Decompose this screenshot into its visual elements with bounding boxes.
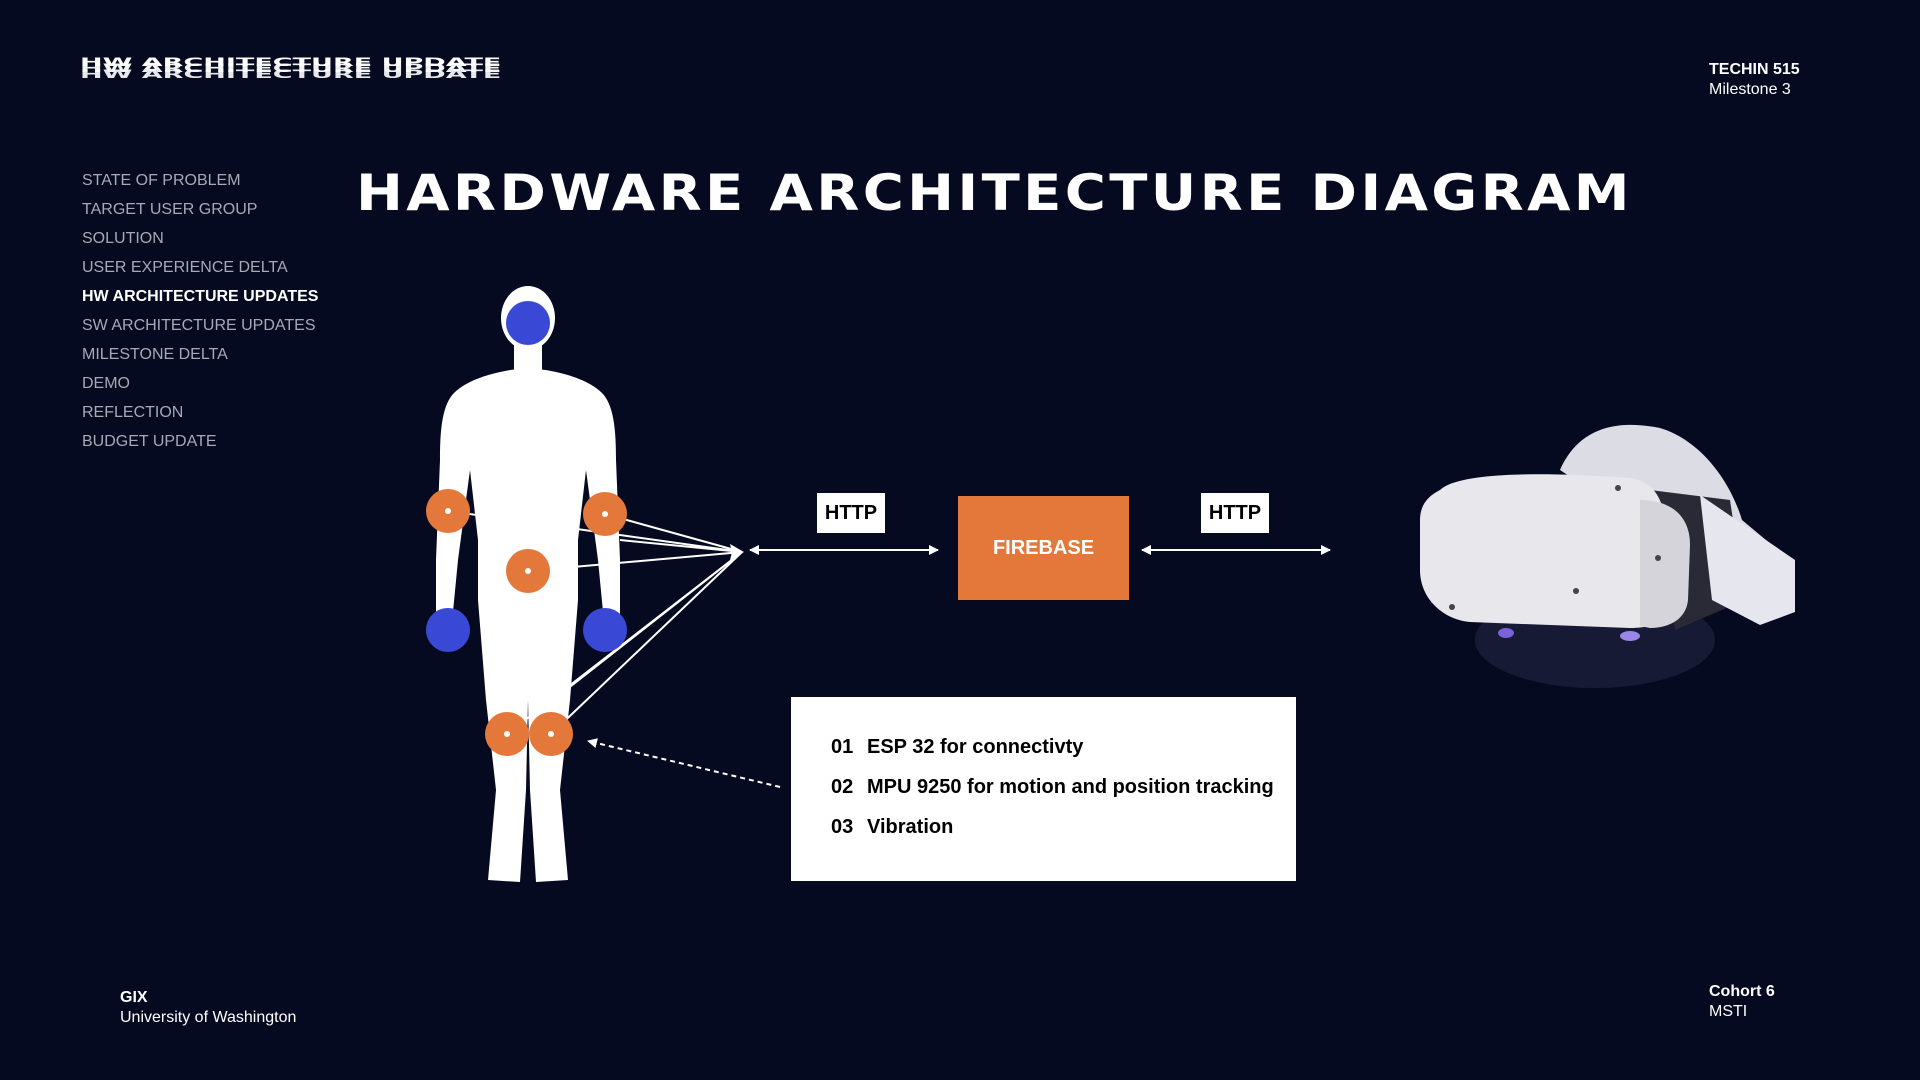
- milestone-label: Milestone 3: [1709, 81, 1791, 98]
- right-hand-vibration-sensor: [583, 608, 627, 652]
- head-vibration-sensor: [506, 301, 550, 345]
- component-number: 02: [831, 776, 854, 798]
- nav-item-hw-architecture-updates[interactable]: HW ARCHITECTURE UPDATES: [82, 288, 319, 305]
- institution-short: GIX: [120, 989, 148, 1006]
- component-item: 03 Vibration: [831, 815, 1296, 855]
- page-title: HARDWARE ARCHITECTURE DIAGRAM: [356, 164, 1633, 222]
- logo-text: HW ARCHITECTURE UPDATE: [80, 56, 502, 70]
- vr-headset-icon: [1420, 424, 1795, 688]
- component-item: 01 ESP 32 for connectivty: [831, 735, 1296, 775]
- nav-item-demo[interactable]: DEMO: [82, 375, 130, 392]
- footer-cohort: Cohort 6 MSTI: [1709, 982, 1775, 1022]
- component-number: 01: [831, 736, 854, 758]
- component-text: ESP 32 for connectivty: [867, 736, 1084, 758]
- course-code: TECHIN 515: [1709, 61, 1800, 78]
- component-number: 03: [831, 816, 854, 838]
- footer-institution: GIX University of Washington: [120, 988, 296, 1028]
- nav-item-sw-architecture-updates[interactable]: SW ARCHITECTURE UPDATES: [82, 317, 316, 334]
- components-box: 01 ESP 32 for connectivty 02 MPU 9250 for …: [791, 697, 1296, 881]
- component-text: MPU 9250 for motion and position trackin…: [867, 776, 1274, 798]
- nav-item-reflection[interactable]: REFLECTION: [82, 404, 184, 421]
- component-text: Vibration: [867, 816, 954, 838]
- hub-arrow-icon: [730, 544, 744, 560]
- logo: HW ARCHITECTURE UPDATE HW ARCHITECTURE U…: [80, 56, 501, 94]
- nav-item-budget-update[interactable]: BUDGET UPDATE: [82, 433, 217, 450]
- nav-item-solution[interactable]: SOLUTION: [82, 230, 164, 247]
- left-hand-vibration-sensor: [426, 608, 470, 652]
- component-item: 02 MPU 9250 for motion and position track…: [831, 775, 1296, 815]
- http-label-left: HTTP: [817, 493, 885, 533]
- logo-text-echo: HW ARCHITECTURE UPDATE: [80, 68, 502, 82]
- sensor-markers: [426, 301, 627, 756]
- firebase-label: FIREBASE: [992, 536, 1095, 559]
- course-info: TECHIN 515 Milestone 3: [1709, 60, 1800, 100]
- nav-item-milestone-delta[interactable]: MILESTONE DELTA: [82, 346, 228, 363]
- http-label-right: HTTP: [1201, 493, 1269, 533]
- nav-item-target-user-group[interactable]: TARGET USER GROUP: [82, 201, 258, 218]
- nav-item-state-of-problem[interactable]: STATE OF PROBLEM: [82, 172, 241, 189]
- program-label: MSTI: [1709, 1003, 1748, 1020]
- section-nav: STATE OF PROBLEM TARGET USER GROUP SOLUT…: [82, 166, 318, 456]
- sensor-connections: [447, 510, 743, 735]
- logo-text-echo: HW ARCHITECTURE UPDATE: [80, 62, 502, 76]
- firebase-box: FIREBASE: [958, 496, 1129, 600]
- cohort-label: Cohort 6: [1709, 983, 1775, 1000]
- nav-item-user-experience-delta[interactable]: USER EXPERIENCE DELTA: [82, 259, 288, 276]
- institution-name: University of Washington: [120, 1009, 297, 1026]
- components-pointer: [587, 738, 781, 788]
